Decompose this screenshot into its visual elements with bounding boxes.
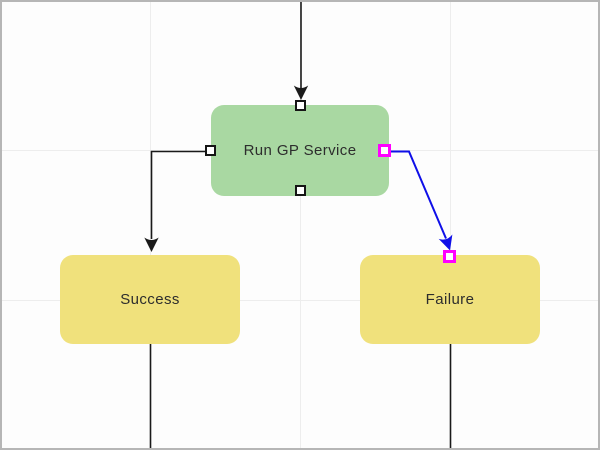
connector-endpoint-handle-source[interactable] bbox=[378, 144, 391, 157]
connector-incoming-top[interactable] bbox=[293, 0, 309, 100]
connection-handle-bottom[interactable] bbox=[295, 185, 306, 196]
connection-handle-top[interactable] bbox=[295, 100, 306, 111]
gridline-vertical bbox=[150, 0, 151, 450]
node-label: Run GP Service bbox=[243, 142, 357, 159]
arrowhead bbox=[293, 85, 309, 100]
connector-line[interactable] bbox=[150, 150, 208, 240]
node-success[interactable]: Success bbox=[60, 255, 240, 344]
arrowhead bbox=[144, 237, 159, 252]
arrowhead bbox=[438, 234, 453, 251]
node-failure[interactable]: Failure bbox=[360, 250, 540, 344]
connector-run-gp-to-failure-selected[interactable] bbox=[391, 150, 457, 253]
node-run-gp-service[interactable]: Run GP Service bbox=[205, 100, 391, 196]
node-label: Success bbox=[120, 291, 180, 308]
node-label: Failure bbox=[425, 291, 475, 308]
connector-run-gp-to-success[interactable] bbox=[144, 150, 208, 253]
connection-handle-left[interactable] bbox=[205, 145, 216, 156]
gridline-horizontal bbox=[0, 300, 600, 301]
connector-line[interactable] bbox=[391, 150, 447, 239]
gridline-vertical bbox=[300, 0, 301, 450]
connector-endpoint-handle-target[interactable] bbox=[443, 250, 456, 263]
gridline-vertical bbox=[450, 0, 451, 450]
